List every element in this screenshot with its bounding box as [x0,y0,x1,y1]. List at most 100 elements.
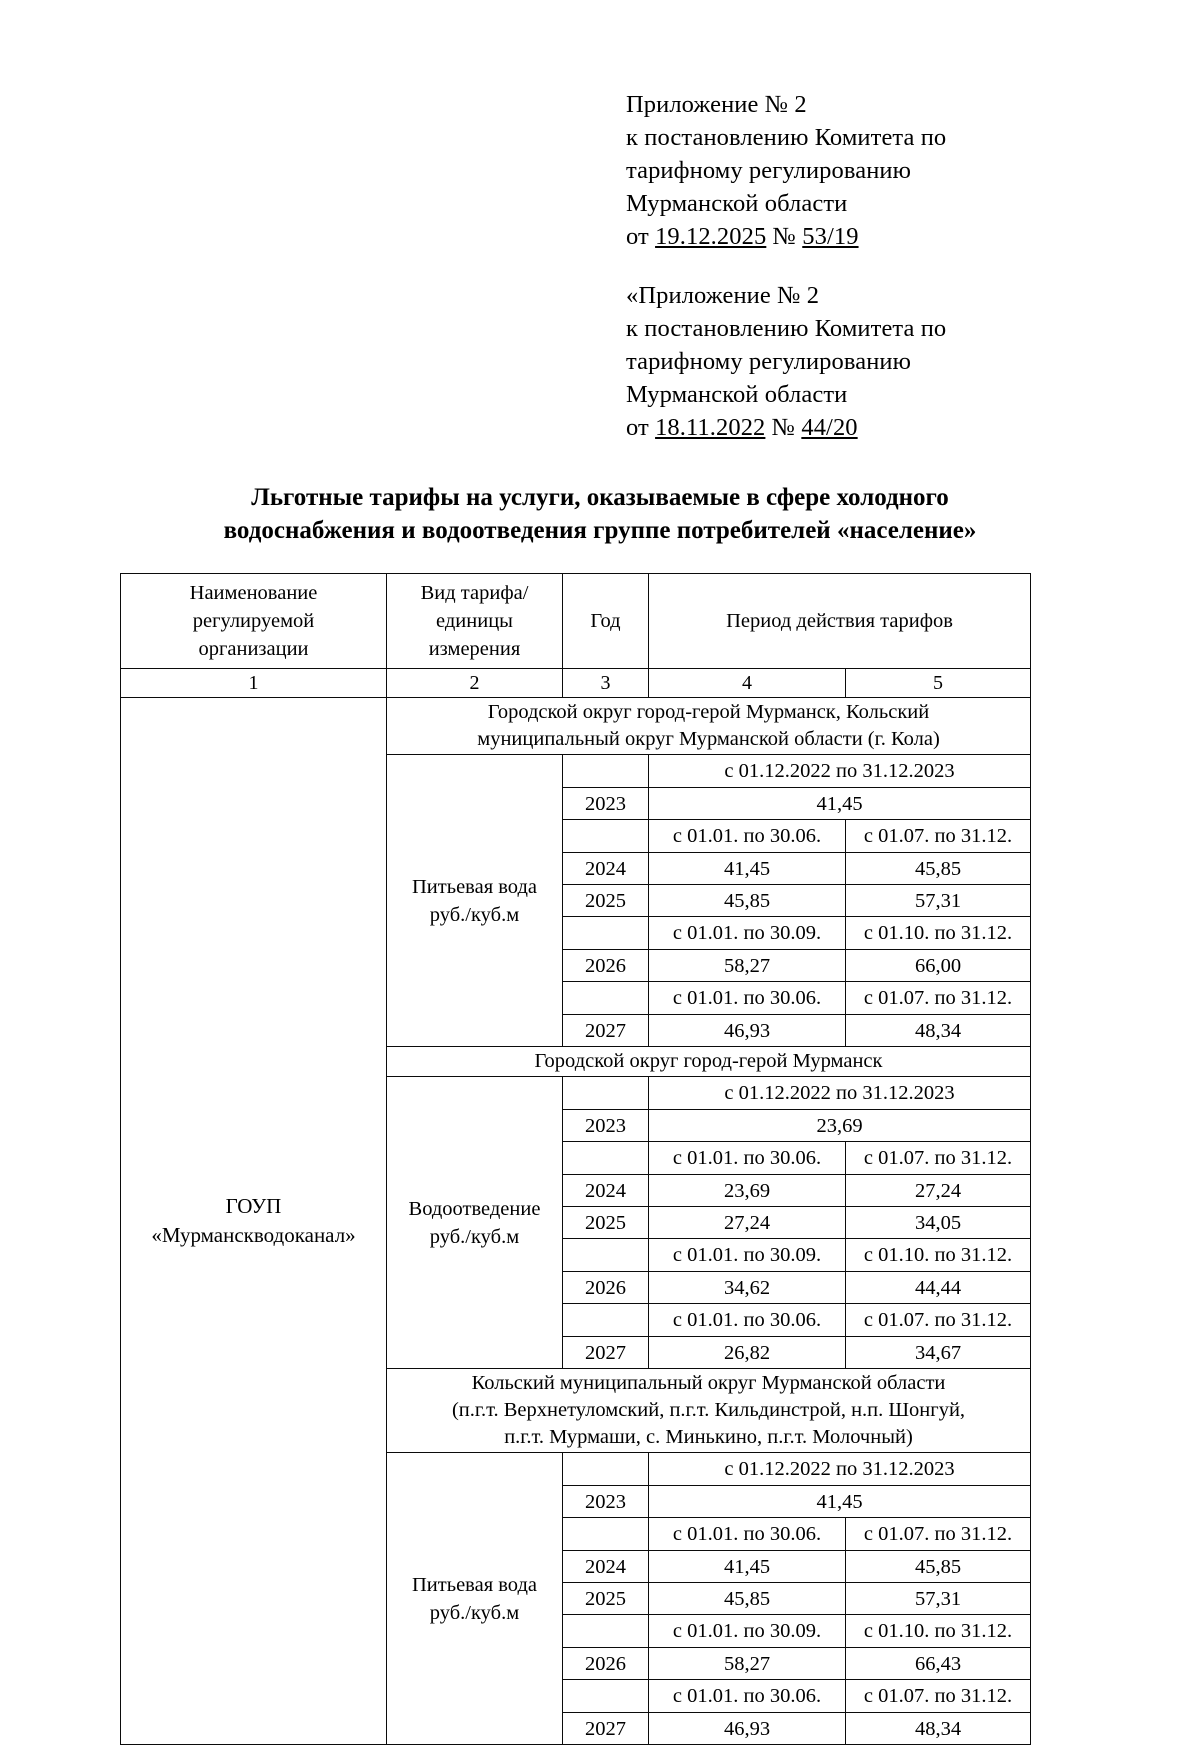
tariff-value-first-half: 34,62 [648,1271,846,1304]
tariff-value-first-half: 58,27 [648,1647,846,1680]
tariff-kind-line-1: Питьевая вода [412,875,537,898]
table-numbering-row: 1 2 3 4 5 [120,668,1031,698]
appendix-authority-line-2: тарифному регулированию [626,157,912,184]
year-cell: 2026 [562,1647,649,1680]
period-cell-second-half: с 01.10. по 31.12. [845,1238,1031,1272]
tariff-kind-line-1: Питьевая вода [412,1573,537,1596]
table-body: ГОУП«Мурманскводоканал»Городской округ г… [120,697,1031,1745]
table-row: с 01.01. по 30.06.с 01.07. по 31.12. [121,1303,1031,1337]
col1-line3: организации [198,638,309,660]
number-label: № [765,414,802,441]
appendix-title-line-quoted: «Приложение № 2 [626,282,820,309]
tariff-value-second-half: 34,05 [845,1206,1031,1239]
col1-line1: Наименование [189,582,318,604]
period-cell-first-half: с 01.01. по 30.09. [648,916,846,950]
period-cell-first-half: с 01.01. по 30.09. [648,1238,846,1272]
year-cell-empty [562,1517,649,1551]
tariff-kind-line-1: Водоотведение [408,1197,541,1220]
period-cell-second-half: с 01.07. по 31.12. [845,981,1031,1015]
region-line-1: Городской округ город-герой Мурманск [534,1050,883,1072]
region-line-1: Кольский муниципальный округ Мурманской … [471,1372,946,1394]
year-cell: 2026 [562,1271,649,1304]
period-cell-second-half: с 01.10. по 31.12. [845,1614,1031,1648]
decree-date: 18.11.2022 [655,414,766,441]
table-row: с 01.01. по 30.06.с 01.07. по 31.12. [121,981,1031,1015]
tariff-value-second-half: 48,34 [845,1712,1031,1745]
tariff-value-first-half: 41,45 [648,1550,846,1583]
year-cell-empty [562,1303,649,1337]
tariff-value-first-half: 27,24 [648,1206,846,1239]
tariff-value-second-half: 48,34 [845,1014,1031,1047]
tariff-value-second-half: 34,67 [845,1336,1031,1369]
col1-line2: регулируемой [192,610,315,632]
year-cell: 2023 [562,1485,649,1518]
region-header-row: Городской округ город-герой Мурманск [121,1046,1031,1077]
year-cell: 2024 [562,1550,649,1583]
period-cell-second-half: с 01.07. по 31.12. [845,1303,1031,1337]
tariff-value-first-half: 26,82 [648,1336,846,1369]
date-prefix: от [626,223,656,250]
column-header-organization: Наименование регулируемой организации [120,573,387,669]
tariffs-table-wrap: Наименование регулируемой организации Ви… [0,573,1200,1745]
tariff-value-first-half: 45,85 [648,1582,846,1615]
table-header-row: Наименование регулируемой организации Ви… [120,573,1031,669]
table-row: с 01.01. по 30.06.с 01.07. по 31.12. [121,819,1031,853]
tariff-value-cell-full: 41,45 [648,787,1031,820]
tariff-kind-cell: Питьевая вода руб./куб.м [386,754,563,1047]
year-cell: 2023 [562,787,649,820]
column-header-tariff-period: Период действия тарифов [648,573,1031,669]
year-cell-empty [562,1141,649,1175]
decree-number: 44/20 [801,414,858,441]
col2-line1: Вид тарифа/ [420,582,529,604]
tariff-kind-units: руб./куб.м [429,903,520,926]
tariff-kind-units: руб./куб.м [429,1601,520,1624]
page-title-line-2: водоснабжения и водоотведения группе пот… [223,517,977,544]
year-cell-empty [562,1076,649,1110]
period-cell-full: с 01.12.2022 по 31.12.2023 [648,754,1031,788]
region-line-1: Городской округ город-герой Мурманск, Ко… [487,701,930,723]
tariff-value-first-half: 23,69 [648,1174,846,1207]
appendix-date-number-line: от 19.12.2025 № 53/19 [626,220,1200,253]
appendix-title-line: Приложение № 2 [626,91,807,118]
tariff-kind-units: руб./куб.м [429,1225,520,1248]
table-row: Водоотведение руб./куб.м с 01.12.2022 по … [121,1076,1031,1369]
page-title: Льготные тарифы на услуги, оказываемые в… [0,481,1200,547]
column-header-year: Год [562,573,649,669]
decree-date: 19.12.2025 [655,223,767,250]
region-name-cell: Городской округ город-герой Мурманск, Ко… [386,697,1031,755]
tariff-value-first-half: 45,85 [648,884,846,917]
period-cell-full: с 01.12.2022 по 31.12.2023 [648,1076,1031,1110]
column-number-4: 4 [648,668,846,698]
period-cell-first-half: с 01.01. по 30.09. [648,1614,846,1648]
column-number-3: 3 [562,668,649,698]
decree-number: 53/19 [802,223,859,250]
region-line-3: п.г.т. Мурмаши, с. Минькино, п.г.т. Моло… [504,1426,913,1448]
tariffs-table: Наименование регулируемой организации Ви… [120,573,1031,1745]
year-cell-empty [562,754,649,788]
year-cell-empty [562,1452,649,1486]
appendix-authority-line-3: Мурманской области [626,381,848,408]
period-cell-first-half: с 01.01. по 30.06. [648,1303,846,1337]
table-row: с 01.01. по 30.06.с 01.07. по 31.12. [121,1141,1031,1175]
organization-line-1: ГОУП [225,1194,282,1218]
year-cell: 2025 [562,884,649,917]
year-cell: 2025 [562,1206,649,1239]
appendix-authority-line-3: Мурманской области [626,190,848,217]
tariff-value-second-half: 45,85 [845,852,1031,885]
region-name-cell: Кольский муниципальный округ Мурманской … [386,1368,1031,1453]
year-cell-empty [562,1238,649,1272]
period-cell-first-half: с 01.01. по 30.06. [648,1679,846,1713]
appendix-reference-current: Приложение № 2 к постановлению Комитета … [626,88,1200,253]
appendix-reference-original: «Приложение № 2 к постановлению Комитета… [626,279,1200,444]
year-cell-empty [562,1614,649,1648]
year-cell-empty [562,916,649,950]
column-number-5: 5 [845,668,1031,698]
period-cell-second-half: с 01.07. по 31.12. [845,819,1031,853]
column-header-tariff-kind: Вид тарифа/ единицы измерения [386,573,563,669]
